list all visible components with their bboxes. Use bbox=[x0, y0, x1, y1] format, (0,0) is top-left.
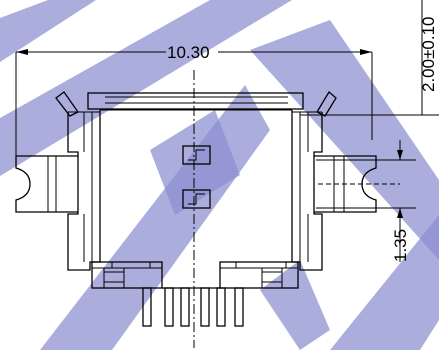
connector-body bbox=[15, 91, 377, 327]
dimension-right: 2.00±0.10 1.35 bbox=[300, 0, 439, 262]
height-label: 2.00±0.10 bbox=[419, 16, 438, 92]
dimension-overall-width: 10.30 bbox=[15, 43, 373, 162]
overall-width-label: 10.30 bbox=[167, 43, 210, 62]
offset-label: 1.35 bbox=[391, 229, 410, 262]
